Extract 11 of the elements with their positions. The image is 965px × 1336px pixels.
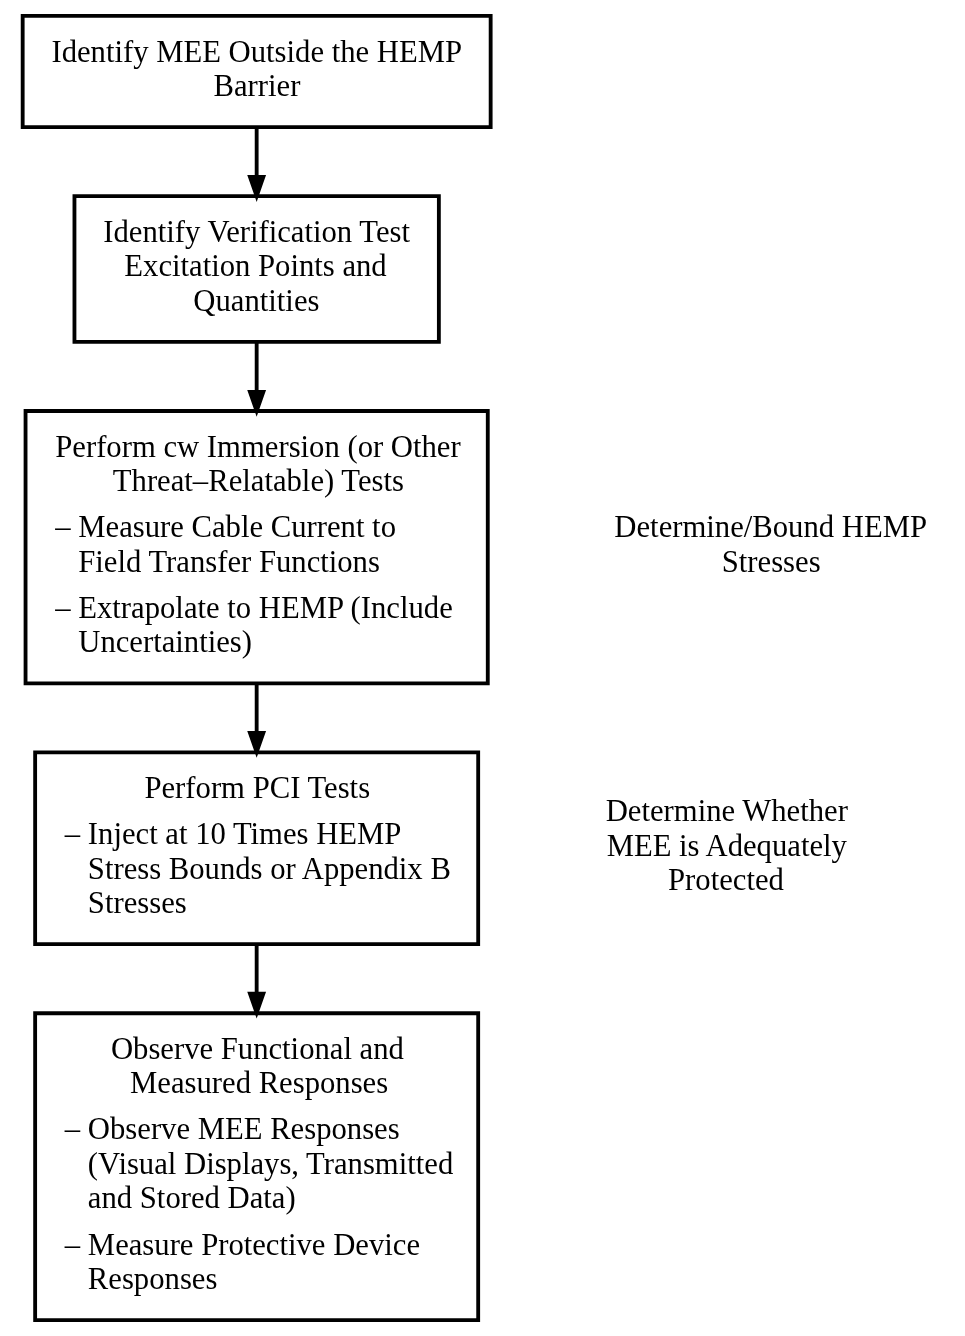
arrow xyxy=(247,342,267,417)
label: Determine Whether MEE is Adequately Protected xyxy=(605,794,848,898)
arrow xyxy=(247,683,267,758)
arrow xyxy=(247,127,267,202)
node-box: Perform cw Immersion (or Other Threat–Relatable) Tests – Measure Cable Current to Field Transfer Functions – Extrapolate to HEMP (Include Uncertainties) xyxy=(23,409,490,686)
node-box: Identify MEE Outside the HEMP Barrier xyxy=(20,14,493,130)
label: Determine/Bound HEMP Stresses xyxy=(614,510,928,579)
node-box: Observe Functional and Measured Responses – Observe MEE Responses (Visual Displays, Transmitted and Stored Data) – Measure Protective Device Responses xyxy=(33,1011,481,1322)
arrow xyxy=(247,944,267,1019)
node-box: Perform PCI Tests – Inject at 10 Times HEMP Stress Bounds or Appendix B Stresses xyxy=(33,750,481,947)
node-box: Identify Verification Test Excitation Points and Quantities xyxy=(72,194,441,344)
